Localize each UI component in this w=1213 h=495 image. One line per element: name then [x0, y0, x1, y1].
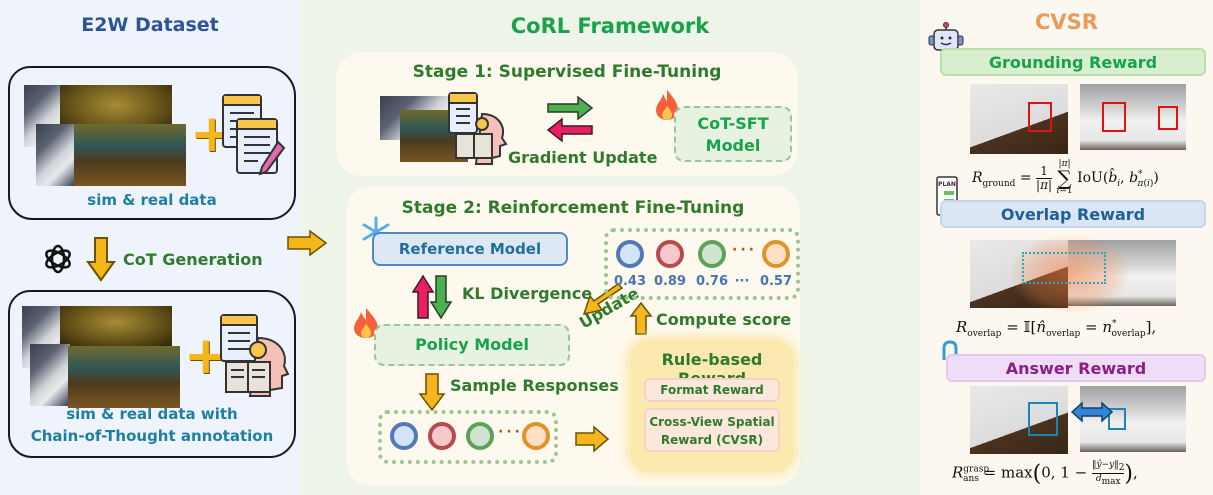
framework-title: CoRL Framework [510, 14, 710, 38]
sim-image [30, 344, 70, 406]
response-circle-red [656, 240, 684, 268]
rule-based-reward-box: Rule-based Reward Format Reward Cross-Vi… [630, 340, 794, 472]
response-circle-blue [616, 240, 644, 268]
overlap-box [1022, 252, 1106, 284]
score-value: 0.57 [759, 274, 793, 289]
thinking-head-icon [455, 112, 508, 165]
bounding-box [1102, 102, 1126, 132]
overlap-formula: Roverlap = 𝕀[n̂overlap = n*overlap], [956, 318, 1157, 339]
overlap-region-highlight [1012, 236, 1128, 312]
up-arrow-icon [629, 301, 653, 335]
response-circle-blue [390, 422, 418, 450]
cot-data-box: + sim & real data with Chain-of-Thought … [8, 290, 296, 458]
cvsr-reward-line1: Cross-View Spatial [649, 415, 775, 429]
down-arrow-icon [418, 373, 446, 412]
format-reward: Format Reward [644, 378, 780, 402]
thinking-head-icon [225, 336, 290, 397]
stage2-box: Stage 2: Reinforcement Fine-Tuning Refer… [346, 186, 800, 486]
cvsr-panel: CVSR Grounding Reward Rground = 1|π| |π|… [920, 0, 1213, 495]
sample-responses-label: Sample Responses [450, 376, 619, 395]
stage1-box: Stage 1: Supervised Fine-Tuning Gradient… [336, 52, 798, 176]
pencil-icon [258, 140, 286, 176]
cot-data-caption-line2: Chain-of-Thought annotation [30, 427, 274, 445]
cvsr-reward: Cross-View Spatial Reward (CVSR) [644, 408, 780, 452]
real-image [74, 124, 186, 186]
e2w-dataset-panel: E2W Dataset + sim & real data CoT Genera… [0, 0, 300, 495]
real-image [68, 346, 180, 408]
bounding-box [1028, 102, 1052, 132]
cot-data-caption-line1: sim & real data with [66, 405, 238, 423]
raw-data-box: + sim & real data [8, 66, 296, 220]
ellipsis: ··· [732, 242, 757, 258]
cvsr-title: CVSR [1035, 10, 1098, 34]
fire-icon [354, 308, 378, 338]
score-value: 0.76 [695, 274, 729, 289]
kl-divergence-arrows-icon [411, 274, 453, 320]
cot-sft-model-line2: Model [705, 136, 761, 155]
fire-icon [656, 90, 678, 120]
grounding-reward-header: Grounding Reward [940, 48, 1206, 76]
cot-generation-label: CoT Generation [123, 250, 263, 269]
response-circle-orange [762, 240, 790, 268]
double-arrow-icon [1070, 401, 1114, 423]
grounding-formula: Rground = 1|π| |π|∑i=1 IoU(b̂i, b*π(i)) [972, 159, 1159, 196]
right-arrow-icon [287, 229, 328, 257]
answer-box [1108, 408, 1126, 430]
view2-image [1080, 84, 1186, 150]
raw-data-caption: sim & real data [87, 191, 217, 209]
reference-model: Reference Model [372, 232, 568, 266]
overlap-reward-header: Overlap Reward [940, 200, 1206, 228]
sim-image [36, 124, 76, 186]
robot-icon [928, 22, 964, 51]
real-image [60, 306, 172, 346]
document-icon [448, 92, 478, 134]
scored-responses-box: ··· 0.43 0.89 0.76 ··· 0.57 [604, 228, 800, 300]
corl-framework-panel: CoRL Framework Stage 1: Supervised Fine-… [287, 0, 920, 495]
response-circle-green [466, 422, 494, 450]
gradient-update-arrows-icon [546, 95, 594, 143]
response-circle-orange [522, 422, 550, 450]
cvsr-reward-line2: Reward (CVSR) [660, 433, 764, 447]
dataset-title: E2W Dataset [81, 14, 219, 36]
answer-box [1028, 402, 1058, 436]
score-value: 0.89 [653, 274, 687, 289]
ellipsis: ··· [498, 424, 523, 440]
openai-logo-icon [45, 244, 71, 274]
view1-image [970, 84, 1068, 154]
policy-model: Policy Model [374, 324, 570, 366]
response-circle-green [698, 240, 726, 268]
compute-score-label: Compute score [656, 310, 792, 329]
view2-image [1080, 386, 1186, 452]
bounding-box [1158, 106, 1178, 130]
stage2-title: Stage 2: Reinforcement Fine-Tuning [401, 198, 745, 218]
cot-sft-model-line1: CoT-SFT [697, 114, 769, 133]
score-ellipsis: ··· [734, 274, 750, 289]
cot-sft-model: CoT-SFT Model [674, 106, 792, 162]
response-circle-red [428, 422, 456, 450]
kl-divergence-label: KL Divergence [462, 284, 593, 303]
stage1-title: Stage 1: Supervised Fine-Tuning [412, 62, 722, 82]
svg-text:PLAN: PLAN [938, 181, 956, 188]
down-arrow-icon [86, 237, 116, 282]
sampled-responses-box: ··· [378, 410, 558, 464]
right-arrow-icon [575, 425, 610, 453]
gradient-update-label: Gradient Update [508, 148, 658, 167]
view1-image [970, 386, 1068, 454]
score-value: 0.43 [613, 274, 647, 289]
answer-reward-header: Answer Reward [946, 354, 1206, 382]
